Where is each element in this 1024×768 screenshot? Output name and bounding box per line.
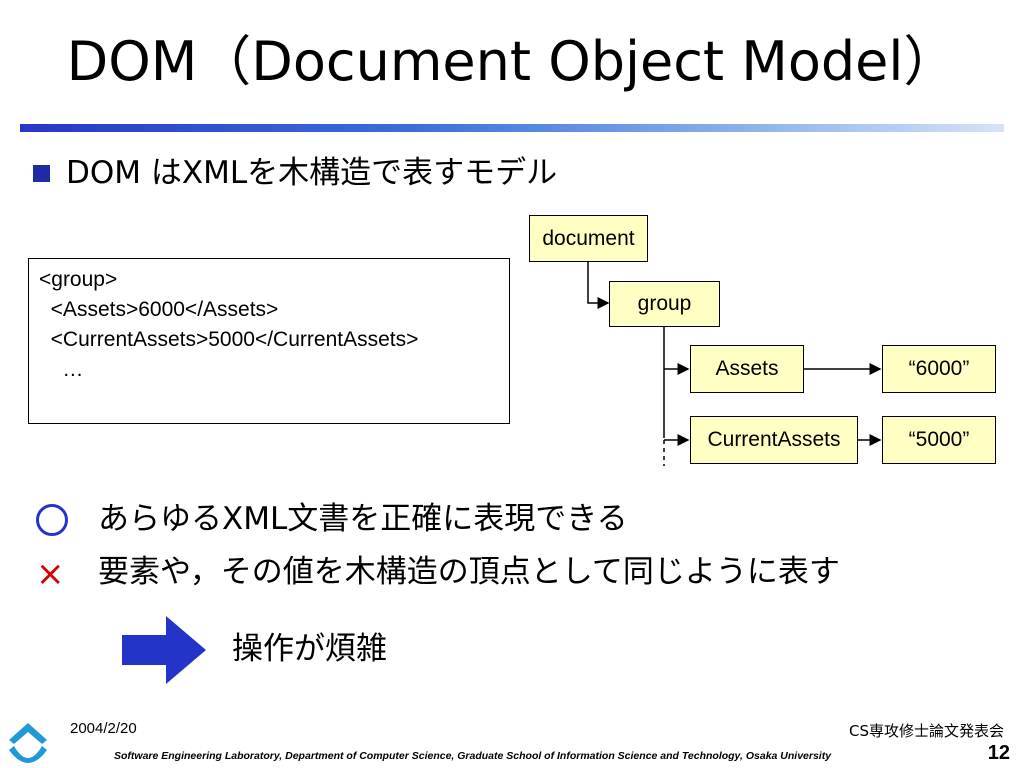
tree-node-group: group bbox=[609, 281, 720, 327]
title-divider bbox=[20, 124, 1004, 132]
con-text: 要素や，その値を木構造の頂点として同じように表す bbox=[98, 554, 840, 590]
code-line: <Assets>6000</Assets> bbox=[39, 298, 279, 321]
slide-title: DOM（Document Object Model） bbox=[66, 30, 958, 93]
tree-node-current-assets: CurrentAssets bbox=[690, 416, 858, 464]
right-arrow-icon bbox=[122, 616, 206, 684]
tree-node-current-assets-value: “5000” bbox=[882, 416, 996, 464]
tree-node-assets-value: “6000” bbox=[882, 345, 996, 393]
main-bullet-text: DOM はXMLを木構造で表すモデル bbox=[66, 155, 558, 191]
university-logo-icon bbox=[9, 723, 47, 763]
footer-event: CS専攻修士論文発表会 bbox=[849, 722, 1004, 740]
footer-organization: Software Engineering Laboratory, Departm… bbox=[114, 750, 832, 762]
code-line: … bbox=[39, 358, 84, 381]
tree-node-assets: Assets bbox=[690, 345, 804, 393]
code-line: <group> bbox=[39, 268, 118, 291]
xml-code-box: <group> <Assets>6000</Assets> <CurrentAs… bbox=[28, 258, 510, 424]
footer-date: 2004/2/20 bbox=[70, 720, 137, 737]
page-number: 12 bbox=[987, 742, 1010, 764]
pro-text: あらゆるXML文書を正確に表現できる bbox=[98, 501, 628, 537]
result-text: 操作が煩雑 bbox=[232, 631, 387, 667]
code-line: <CurrentAssets>5000</CurrentAssets> bbox=[39, 328, 419, 351]
con-cross-icon: × bbox=[36, 554, 65, 594]
pro-circle-icon bbox=[36, 504, 68, 536]
tree-node-document: document bbox=[529, 215, 648, 262]
square-bullet-icon bbox=[33, 165, 50, 182]
